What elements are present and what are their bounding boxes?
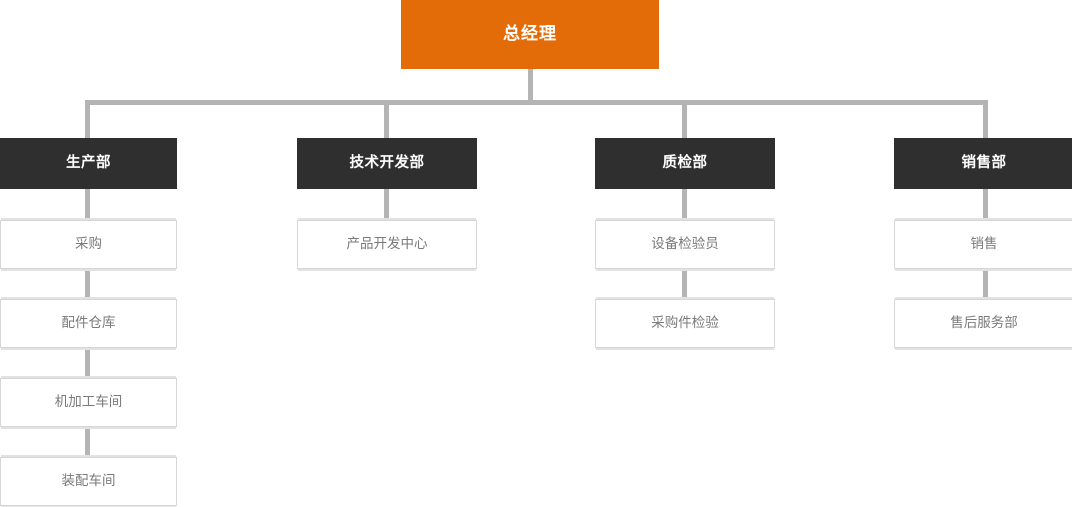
node-dept-quality-inspection[interactable]: 质检部	[595, 138, 775, 189]
connector-drop-branch-4	[983, 100, 988, 139]
connector-c1-dept-to-child-1	[85, 188, 90, 221]
connector-c4-dept-to-child-1	[983, 188, 988, 221]
connector-drop-branch-1	[85, 100, 90, 139]
node-dept-production[interactable]: 生产部	[0, 138, 177, 189]
node-sub-purchasing[interactable]: 采购	[0, 220, 177, 269]
connector-c3-child-1-to-2	[682, 267, 687, 300]
connector-c1-child-1-to-2	[85, 267, 90, 300]
node-dept-technical-development[interactable]: 技术开发部	[297, 138, 477, 189]
connector-c1-child-3-to-4	[85, 425, 90, 458]
node-sub-product-development-center[interactable]: 产品开发中心	[297, 220, 477, 269]
connector-horizontal-bus	[85, 100, 988, 105]
node-sub-equipment-inspector[interactable]: 设备检验员	[595, 220, 775, 269]
node-dept-sales[interactable]: 销售部	[894, 138, 1072, 189]
node-sub-assembly-workshop[interactable]: 装配车间	[0, 457, 177, 506]
connector-c3-dept-to-child-1	[682, 188, 687, 221]
connector-drop-branch-3	[682, 100, 687, 139]
connector-root-stem	[528, 68, 533, 104]
node-sub-sales[interactable]: 销售	[894, 220, 1072, 269]
node-sub-after-sales-service[interactable]: 售后服务部	[894, 299, 1072, 348]
node-sub-purchased-parts-inspection[interactable]: 采购件检验	[595, 299, 775, 348]
connector-drop-branch-2	[384, 100, 389, 139]
node-sub-parts-warehouse[interactable]: 配件仓库	[0, 299, 177, 348]
connector-c4-child-1-to-2	[983, 267, 988, 300]
node-root-general-manager[interactable]: 总经理	[401, 0, 659, 69]
node-sub-machining-workshop[interactable]: 机加工车间	[0, 378, 177, 427]
connector-c2-dept-to-child-1	[384, 188, 389, 221]
connector-c1-child-2-to-3	[85, 346, 90, 379]
